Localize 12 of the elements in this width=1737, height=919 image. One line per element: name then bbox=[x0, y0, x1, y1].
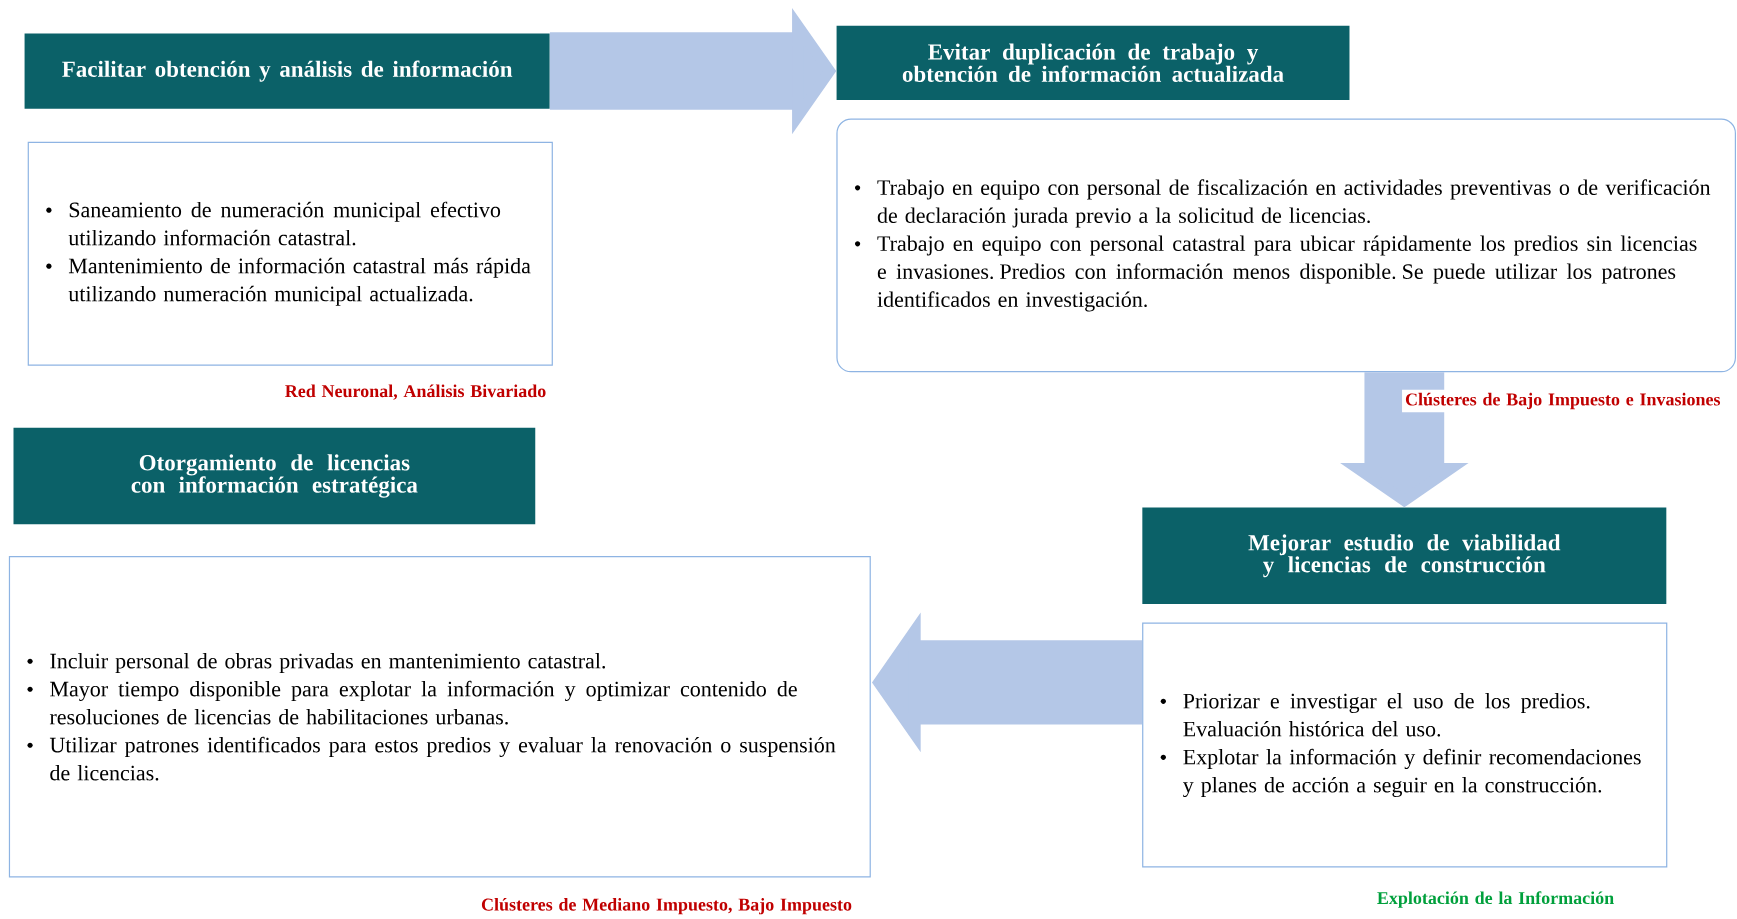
bullet-list-box: Trabajo en equipo con personal de fiscalización en actividades preventivas o de verificación de declaración jurada previo a la solicitud de licencias. Trabajo en equipo con personal catastral para ubicar rápidamente los predios sin licencias e invasiones. Predios con información menos disponible. Se puede utilizar los patrones identificados en investigación. bbox=[836, 118, 1736, 373]
bullet-list-box: Priorizar e investigar el uso de los predios. Evaluación histórica del uso. Explotar la información y definir recomendaciones y planes de acción a seguir en la construcción. bbox=[1142, 622, 1668, 868]
header-box: Evitar duplicación de trabajo y obtención de información actualizada bbox=[836, 25, 1350, 100]
caption-text: Explotación de la Información bbox=[1373, 888, 1618, 911]
header-box: Otorgamiento de licencias con información estratégica bbox=[13, 427, 536, 525]
header-box: Mejorar estudio de viabilidad y licencias de construcción bbox=[1142, 507, 1667, 604]
bullet-list-box: Saneamiento de numeración municipal efectivo utilizando información catastral. Mantenimiento de información catastral más rápida utilizando numeración municipal actualizada. bbox=[27, 141, 553, 366]
bullet-list-box: Incluir personal de obras privadas en mantenimiento catastral. Mayor tiempo disponible para explotar la información y optimizar contenido de resoluciones de licencias de habilitaciones urbanas. Utilizar patrones identificados para estos predios y evaluar la renovación o suspensión de licencias. bbox=[8, 556, 871, 878]
caption-text: Clústeres de Mediano Impuesto, Bajo Impuesto bbox=[478, 895, 855, 918]
caption-text: Clústeres de Bajo Impuesto e Invasiones bbox=[1402, 389, 1724, 413]
header-box: Facilitar obtención y análisis de información bbox=[24, 33, 550, 109]
caption-text: Red Neuronal, Análisis Bivariado bbox=[281, 381, 550, 403]
